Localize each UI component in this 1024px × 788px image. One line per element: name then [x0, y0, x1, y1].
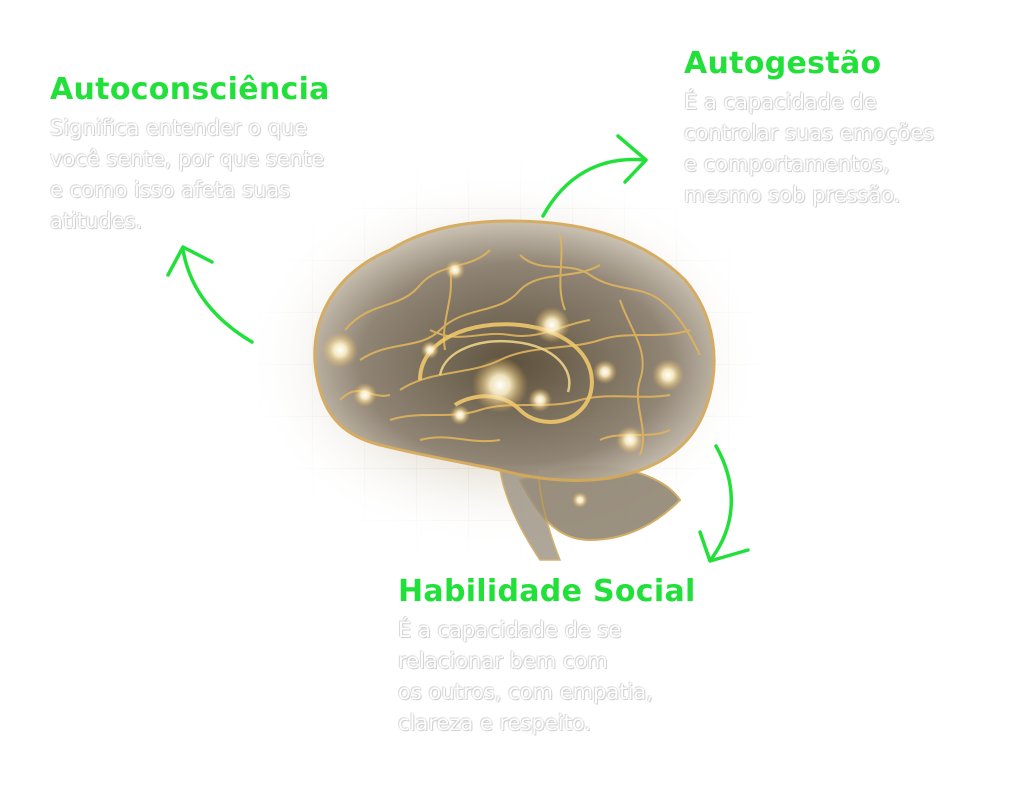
- autogestao-description: É a capacidade de controlar suas emoções…: [684, 90, 935, 207]
- arrow-to-habilidade-social: [710, 444, 733, 560]
- autoconsciencia-description: Significa entender o que você sente, por…: [50, 116, 325, 233]
- arrow-to-autogestao: [541, 157, 646, 218]
- autoconsciencia-title: Autoconsciência: [50, 72, 330, 107]
- brain-icon: [313, 219, 716, 561]
- habilidade-social-description: É a capacidade de se relacionar bem com …: [398, 618, 653, 735]
- neuron-glows: [322, 260, 684, 508]
- habilidade-social-title: Habilidade Social: [398, 574, 696, 609]
- autogestao-title: Autogestão: [684, 46, 882, 81]
- node-habilidade-social: Habilidade Social É a capacidade de se r…: [398, 574, 718, 739]
- arrow-to-autoconsciencia: [181, 248, 254, 344]
- node-autogestao: Autogestão É a capacidade de controlar s…: [684, 46, 1004, 211]
- node-autoconsciencia: Autoconsciência Significa entender o que…: [50, 72, 370, 237]
